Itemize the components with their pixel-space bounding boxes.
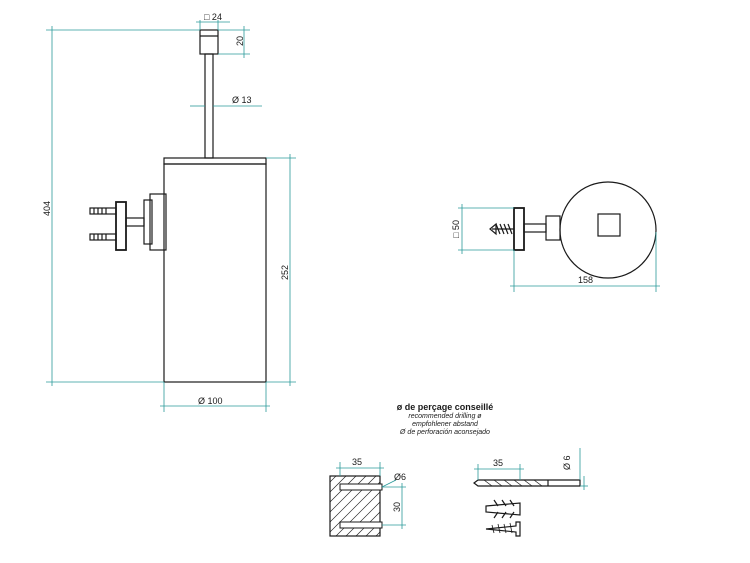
holder-lid — [163, 157, 267, 165]
wall-screws — [89, 207, 117, 241]
dim-total-height: 404 — [42, 201, 52, 216]
body-top-circle — [559, 181, 657, 279]
dim-depth: 158 — [578, 275, 593, 285]
wall-arm — [125, 217, 145, 227]
bore-detail: 35 Ø6 30 — [329, 457, 406, 537]
holder-body — [163, 163, 267, 383]
wall-section — [329, 475, 381, 537]
bore-hole-bottom — [339, 521, 383, 529]
rod-square — [597, 213, 621, 237]
rod-cap — [199, 29, 219, 55]
top-arm — [523, 223, 547, 233]
drilling-note-line-en: recommended drilling ø — [408, 413, 482, 420]
fixing-kit: 35 Ø 6 — [473, 448, 588, 537]
dim-bore-hole: Ø6 — [394, 472, 406, 482]
drilling-note-title: ø de perçage conseillé — [396, 402, 494, 412]
drilling-note-line-de: empfohlener abstand — [412, 421, 478, 428]
drill-bit — [473, 479, 581, 487]
dim-bore-width: 35 — [352, 457, 362, 467]
dim-plate-square: □ 50 — [451, 220, 461, 238]
top-view: □ 50 158 — [451, 181, 660, 292]
dim-rod-square: □ 24 — [204, 12, 222, 22]
top-screw — [489, 222, 514, 236]
dim-drill-length: 35 — [493, 458, 503, 468]
dim-cap-height: 20 — [235, 36, 245, 46]
dim-drill-diameter: Ø 6 — [562, 455, 572, 470]
dim-bore-spacing: 30 — [392, 502, 402, 512]
wall-plate — [115, 201, 127, 251]
top-wall-plate — [513, 207, 525, 251]
bore-hole-top — [339, 483, 383, 491]
front-view: □ 24 20 Ø 13 404 252 Ø 100 — [42, 12, 296, 412]
dim-rod-diameter: Ø 13 — [232, 95, 252, 105]
drilling-note-line-es: Ø de perforación aconsejado — [400, 429, 490, 436]
wall-plug — [485, 499, 521, 519]
dim-body-diameter: Ø 100 — [198, 396, 223, 406]
top-clamp — [545, 215, 561, 241]
brush-rod — [204, 53, 214, 159]
body-clamp — [149, 193, 167, 251]
dim-body-height: 252 — [280, 265, 290, 280]
screw — [485, 521, 521, 537]
